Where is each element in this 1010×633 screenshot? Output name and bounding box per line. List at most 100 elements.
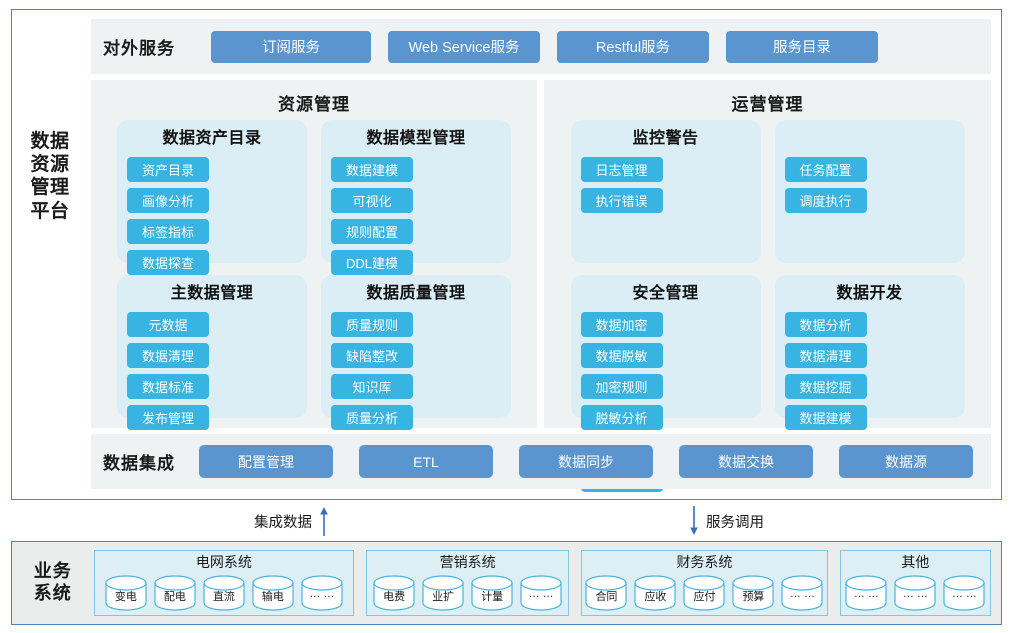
database-icon	[471, 575, 513, 611]
database-icon	[894, 575, 936, 611]
business-systems-title-line: 业务	[33, 561, 72, 582]
module-chip[interactable]: 标签指标	[127, 219, 209, 244]
integration-button-data-sync[interactable]: 数据同步	[519, 445, 653, 478]
service-button-restful[interactable]: Restful服务	[557, 30, 709, 63]
module-chip-list: 元数据数据清理数据标准发布管理	[117, 307, 307, 430]
module-card: 监控警告日志管理执行错误	[570, 120, 761, 263]
database-cylinder[interactable]: 预算	[731, 575, 775, 611]
module-chip[interactable]: 加密规则	[580, 374, 663, 399]
database-cylinder[interactable]: 电费	[372, 575, 416, 611]
database-icon	[373, 575, 415, 611]
module-card-title	[775, 128, 965, 152]
database-cylinder[interactable]: 计量	[470, 575, 514, 611]
database-label: 配电	[163, 591, 186, 603]
business-group-title: 财务系统	[676, 554, 733, 570]
database-row: 电费 业扩 计量… …	[367, 573, 568, 611]
database-row: … … … … … …	[841, 573, 990, 611]
external-services-title: 对外服务	[103, 39, 175, 58]
module-chip-list: 日志管理执行错误	[571, 152, 761, 213]
database-icon	[585, 575, 628, 611]
card-grid: 监控警告日志管理执行错误任务配置调度执行安全管理数据加密数据脱敏加密规则脱敏分析…	[544, 120, 991, 492]
module-chip[interactable]: 执行错误	[580, 188, 663, 213]
database-cylinder[interactable]: 输电	[251, 575, 295, 611]
arrow-up-icon	[320, 507, 328, 536]
business-group-grid: 电网系统 变电配电直流输电… …	[93, 550, 355, 616]
external-services-strip: 对外服务 订阅服务 Web Service服务 Restful服务 服务目录	[91, 19, 991, 74]
module-chip[interactable]: 质量规则	[331, 312, 413, 337]
database-cylinder[interactable]: 变电	[104, 575, 148, 611]
database-label: … …	[902, 588, 928, 600]
database-icon	[634, 575, 677, 611]
panel-operation-management: 运营管理 监控警告日志管理执行错误任务配置调度执行安全管理数据加密数据脱敏加密规…	[544, 80, 991, 492]
integration-button-data-source[interactable]: 数据源	[839, 445, 973, 478]
module-chip[interactable]: 调度执行	[784, 188, 867, 213]
module-chip[interactable]: 知识库	[331, 374, 413, 399]
module-chip[interactable]: 可视化	[331, 188, 413, 213]
database-cylinder[interactable]: 合同	[584, 575, 628, 611]
business-group-other: 其他 … …… …… …	[839, 550, 991, 616]
module-chip[interactable]: 数据挖掘	[784, 374, 867, 399]
database-cylinder[interactable]: … …	[519, 575, 563, 611]
module-chip[interactable]: 缺陷整改	[331, 343, 413, 368]
module-chip[interactable]: 数据标准	[127, 374, 209, 399]
database-cylinder[interactable]: … …	[844, 575, 888, 611]
module-chip[interactable]: 画像分析	[127, 188, 209, 213]
module-chip[interactable]: 数据探查	[127, 250, 209, 275]
module-card-title: 安全管理	[632, 285, 699, 302]
database-label: … …	[853, 588, 879, 600]
module-chip[interactable]: 任务配置	[784, 157, 867, 182]
integration-button-data-exchange[interactable]: 数据交换	[679, 445, 813, 478]
module-chip[interactable]: 数据清理	[784, 343, 867, 368]
database-icon	[252, 575, 294, 611]
module-card: 安全管理数据加密数据脱敏加密规则脱敏分析加密算法脱敏规则	[570, 275, 761, 492]
database-label: 业扩	[432, 591, 455, 603]
database-label: 应付	[693, 591, 716, 603]
database-cylinder[interactable]: 应收	[633, 575, 677, 611]
module-chip[interactable]: 数据分析	[784, 312, 867, 337]
module-chip[interactable]: 数据脱敏	[580, 343, 663, 368]
module-chip[interactable]: 数据建模	[784, 405, 867, 430]
service-button-subscription[interactable]: 订阅服务	[211, 30, 371, 63]
database-icon	[845, 575, 887, 611]
database-label: 预算	[742, 591, 765, 603]
module-chip[interactable]: 质量分析	[331, 405, 413, 430]
module-chip[interactable]: 发布管理	[127, 405, 209, 430]
panel-resource-management: 资源管理 数据资产目录资产目录画像分析标签指标数据探查智能洞察数据模型管理数据建…	[91, 80, 537, 430]
database-label: 变电	[114, 591, 137, 603]
database-icon	[422, 575, 464, 611]
module-chip-list: 数据分析数据清理数据挖掘数据建模	[775, 307, 965, 430]
module-chip[interactable]: 数据建模	[331, 157, 413, 182]
service-button-catalog[interactable]: 服务目录	[726, 30, 878, 63]
panel-title: 运营管理	[731, 95, 804, 114]
module-chip[interactable]: DDL建模	[331, 250, 413, 275]
card-grid: 数据资产目录资产目录画像分析标签指标数据探查智能洞察数据模型管理数据建模可视化规…	[91, 120, 537, 430]
module-chip[interactable]: 日志管理	[580, 157, 663, 182]
database-icon	[301, 575, 343, 611]
module-card-title: 数据开发	[836, 285, 903, 302]
database-cylinder[interactable]: … …	[300, 575, 344, 611]
database-cylinder[interactable]: … …	[893, 575, 937, 611]
database-cylinder[interactable]: … …	[780, 575, 824, 611]
database-cylinder[interactable]: 配电	[153, 575, 197, 611]
flow-label: 集成数据	[254, 514, 312, 531]
business-group-marketing: 营销系统 电费业扩计量… …	[366, 550, 570, 616]
module-chip[interactable]: 脱敏分析	[580, 405, 663, 430]
module-chip[interactable]: 规则配置	[331, 219, 413, 244]
database-cylinder[interactable]: … …	[942, 575, 986, 611]
module-chip[interactable]: 资产目录	[127, 157, 209, 182]
service-button-web-service[interactable]: Web Service服务	[388, 30, 540, 63]
module-chip[interactable]: 数据清理	[127, 343, 209, 368]
module-chip[interactable]: 数据加密	[580, 312, 663, 337]
integration-button-etl[interactable]: ETL	[359, 445, 493, 478]
integration-button-config[interactable]: 配置管理	[199, 445, 333, 478]
module-card-title: 监控警告	[632, 130, 699, 147]
business-systems-title-line: 系统	[33, 583, 72, 603]
database-cylinder[interactable]: 应付	[682, 575, 726, 611]
module-chip[interactable]: 元数据	[127, 312, 209, 337]
database-row: 合同应收 应付 预算 … …	[582, 573, 827, 611]
platform-title-line: 管理	[30, 177, 70, 199]
database-cylinder[interactable]: 业扩	[421, 575, 465, 611]
database-cylinder[interactable]: 直流	[202, 575, 246, 611]
database-icon	[943, 575, 985, 611]
